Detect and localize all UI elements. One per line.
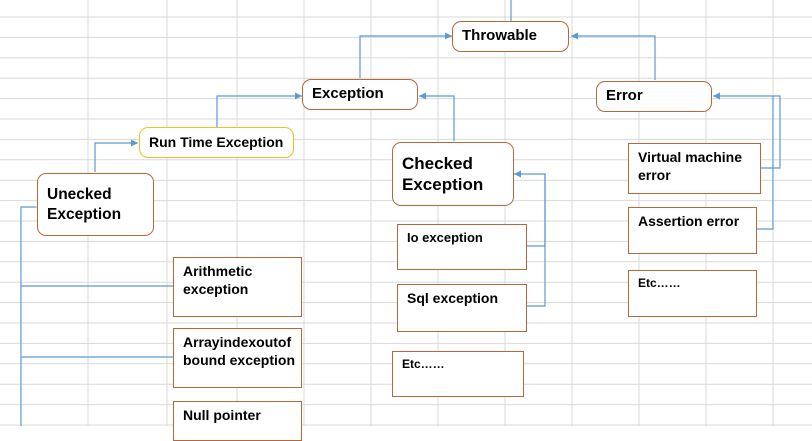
error-etc-node: Etc…… [628,270,757,317]
connector-runtime-to-exception [216,92,302,127]
null-pointer-node: Null pointer [173,401,302,441]
arithmetic-exception-node: Arithmetic exception [173,257,302,317]
assertion-error-node: Assertion error [628,207,757,254]
connector-lines [20,0,781,426]
arrayindexoutofbound-exception-node: Arrayindexoutof bound exception [173,328,302,388]
connector-error-to-throwable [571,32,656,80]
throwable-node: Throwable [452,21,569,52]
checked-etc-node: Etc…… [392,351,524,397]
connector-unchecked-to-runtime [94,139,138,172]
connector-assertion-to-error [757,96,774,230]
error-node: Error [596,81,712,112]
exception-node: Exception [302,79,418,110]
io-exception-node: Io exception [397,224,527,270]
sql-exception-node: Sql exception [397,284,527,332]
connector-vm-to-error [713,92,781,169]
connector-unchecked-spine [20,203,43,426]
checked-exception-node: Checked Exception [392,142,514,206]
connector-sql-to-checked [527,174,546,307]
connector-exception-to-throwable [359,32,452,78]
runtime-exception-node: Run Time Exception [139,127,294,158]
unchecked-exception-node: Unecked Exception [37,173,154,236]
virtual-machine-error-node: Virtual machine error [628,143,761,194]
connector-checked-to-exception [419,92,455,141]
